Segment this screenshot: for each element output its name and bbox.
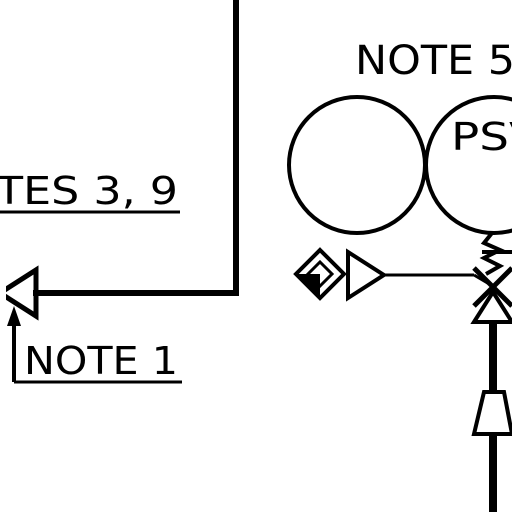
valve-inlet-triangle <box>470 288 512 324</box>
left-pipe-stub <box>0 283 6 305</box>
pipe-reducer-symbol <box>471 390 512 436</box>
signal-line <box>33 0 239 296</box>
diamond-symbol <box>293 247 347 301</box>
note-1-label: NOTE 1 <box>24 339 178 383</box>
flow-arrow-symbol <box>346 248 388 302</box>
psv-tag-label: PSV <box>451 115 512 159</box>
psv-instrument-bubble <box>424 95 512 235</box>
notes-reference-label: TES 3, 9 <box>0 169 178 213</box>
note-1-leader-arrow <box>7 306 182 384</box>
note-5-label: NOTE 5 <box>355 38 512 84</box>
valve-body-symbol <box>472 266 512 308</box>
left-reducer-symbol <box>0 265 39 321</box>
left-instrument-bubble <box>287 95 427 235</box>
